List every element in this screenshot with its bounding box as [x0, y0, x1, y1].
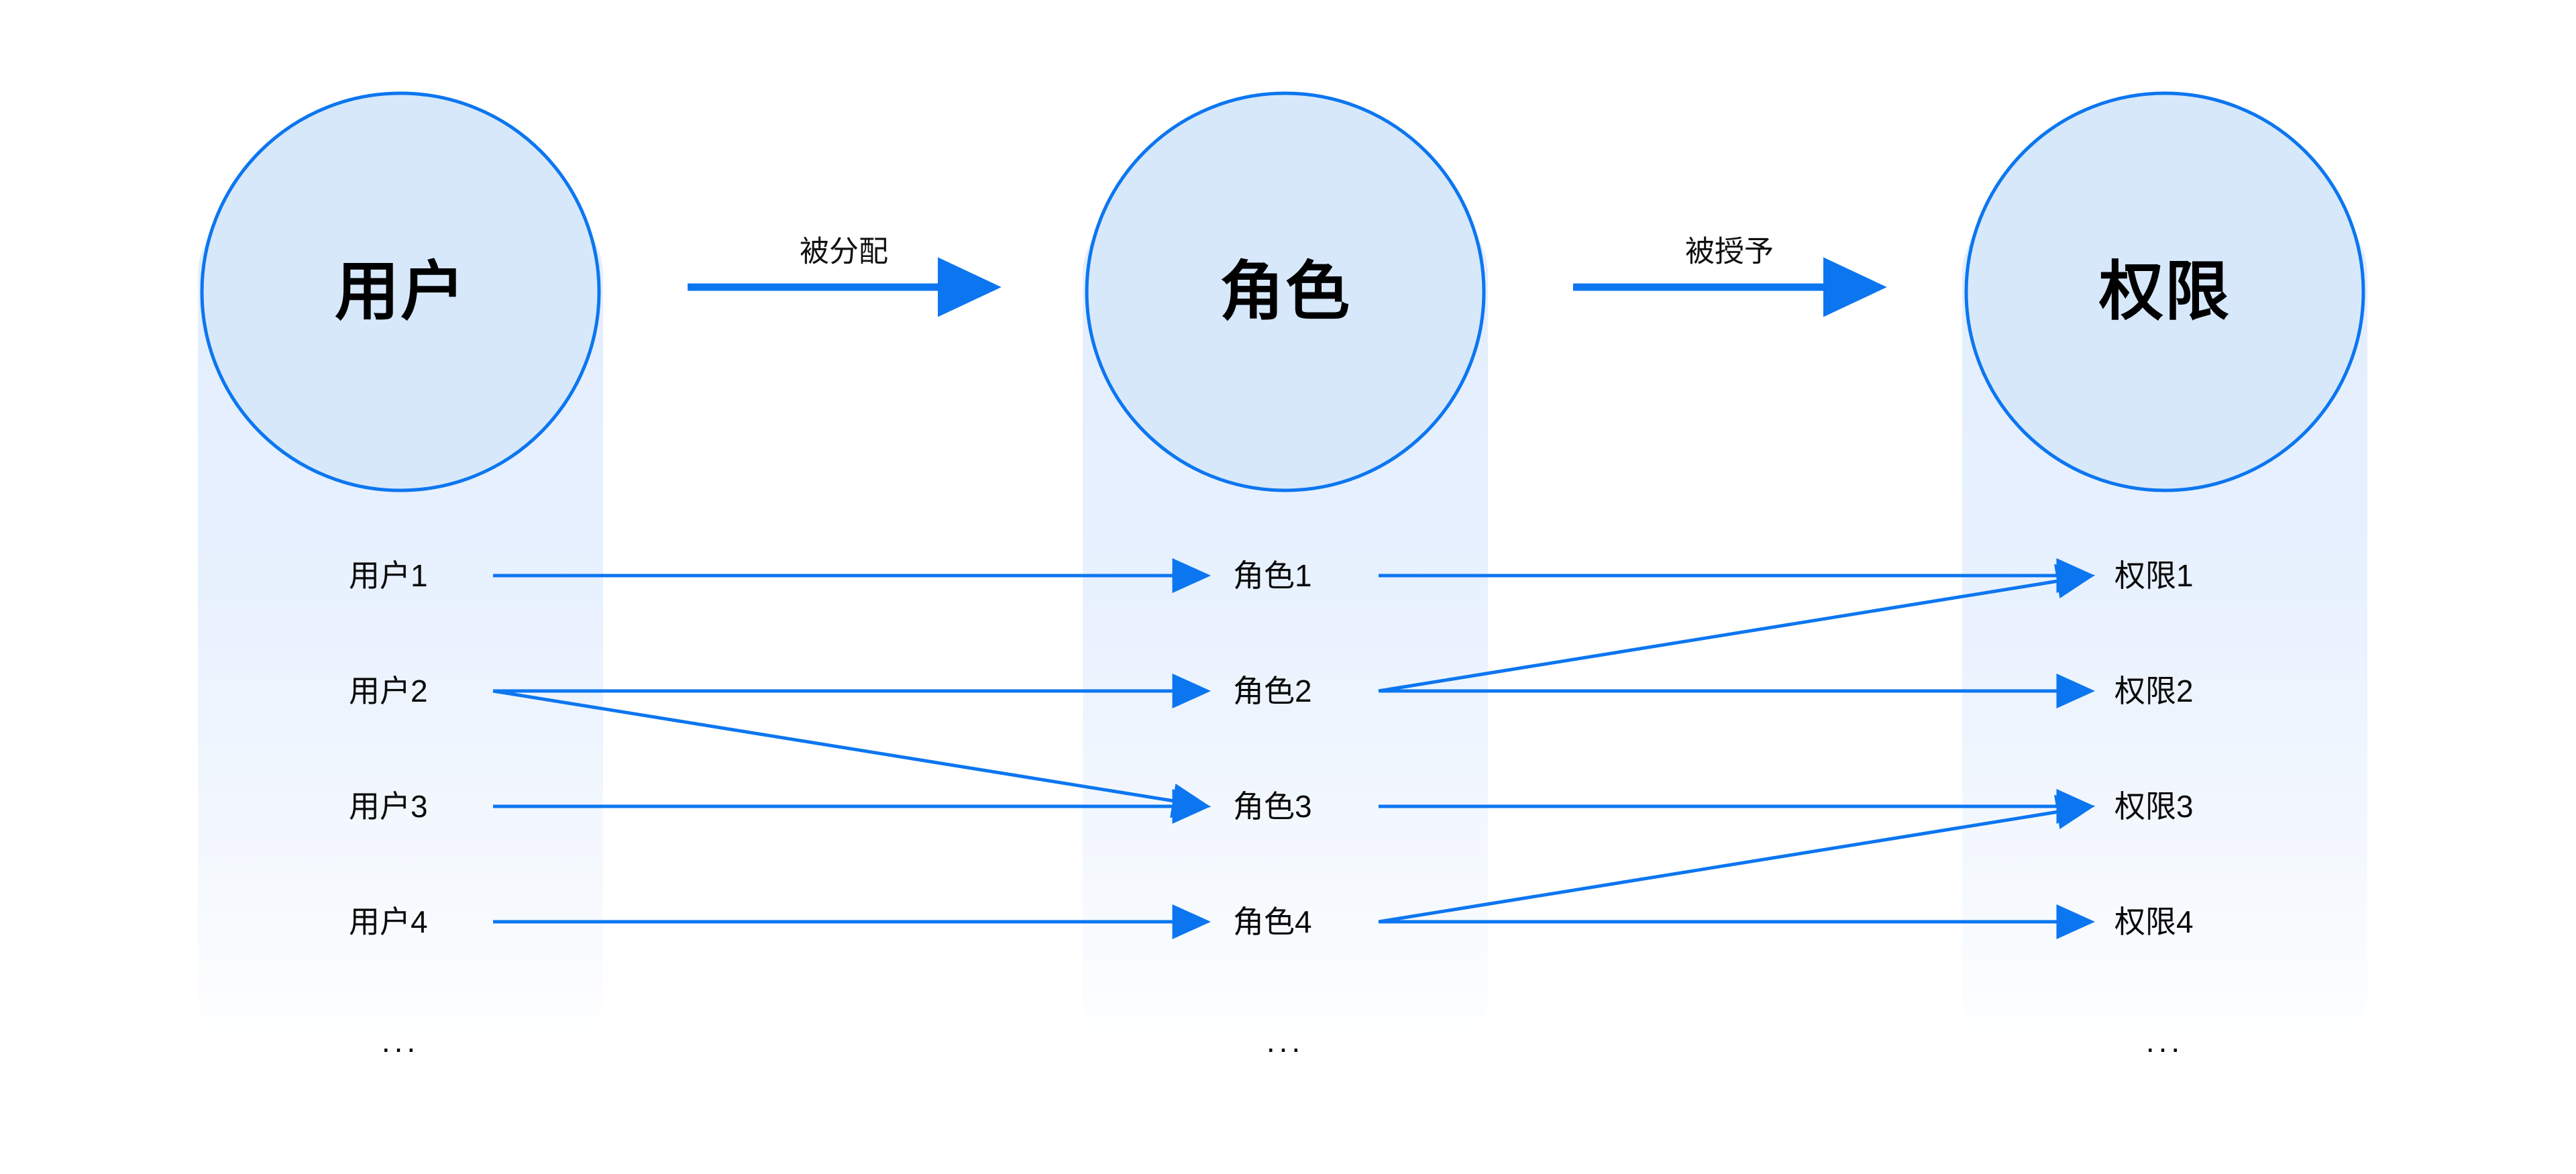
list-item-user-4[interactable]: 用户4	[349, 904, 428, 939]
column-title-users: 用户	[335, 256, 466, 328]
list-item-role-1[interactable]: 角色1	[1233, 558, 1312, 593]
row-labels-roles: 角色1 角色2 角色3 角色4 ...	[1233, 558, 1312, 1059]
links-role-to-permission	[1378, 558, 2095, 939]
list-item-permission-2[interactable]: 权限2	[2114, 674, 2194, 708]
list-item-permission-4[interactable]: 权限4	[2114, 904, 2194, 939]
relation-label-assigned: 被分配	[800, 235, 888, 268]
circle-roles[interactable]	[1085, 91, 1486, 492]
column-circles	[200, 91, 2365, 492]
list-item-user-2[interactable]: 用户2	[349, 674, 428, 708]
list-item-role-2[interactable]: 角色2	[1233, 674, 1312, 708]
link-role4-permission3	[1378, 794, 2095, 924]
column-title-permissions: 权限	[2098, 256, 2231, 328]
row-labels-users: 用户1 用户2 用户3 用户4 ...	[349, 558, 428, 1059]
link-user2-role3	[492, 689, 1211, 818]
ellipsis-users: ...	[382, 1024, 419, 1059]
circle-users[interactable]	[200, 91, 601, 492]
list-item-user-3[interactable]: 用户3	[349, 789, 428, 824]
list-item-role-4[interactable]: 角色4	[1233, 904, 1312, 939]
link-role2-permission1	[1378, 564, 2095, 693]
ellipsis-roles: ...	[1267, 1024, 1304, 1059]
column-title-roles: 角色	[1220, 256, 1351, 328]
ellipsis-permissions: ...	[2146, 1024, 2184, 1059]
list-item-permission-3[interactable]: 权限3	[2114, 789, 2194, 824]
row-labels-permissions: 权限1 权限2 权限3 权限4 ...	[2114, 558, 2194, 1059]
relation-assigned: 被分配	[688, 235, 1002, 317]
column-titles: 用户 角色 权限	[335, 256, 2231, 328]
list-item-user-1[interactable]: 用户1	[349, 558, 428, 593]
list-item-permission-1[interactable]: 权限1	[2114, 558, 2194, 593]
list-item-role-3[interactable]: 角色3	[1233, 789, 1312, 824]
relation-label-granted: 被授予	[1685, 235, 1774, 268]
relation-granted: 被授予	[1573, 235, 1887, 317]
links-user-to-role	[492, 558, 1211, 939]
circle-permissions[interactable]	[1964, 91, 2365, 492]
